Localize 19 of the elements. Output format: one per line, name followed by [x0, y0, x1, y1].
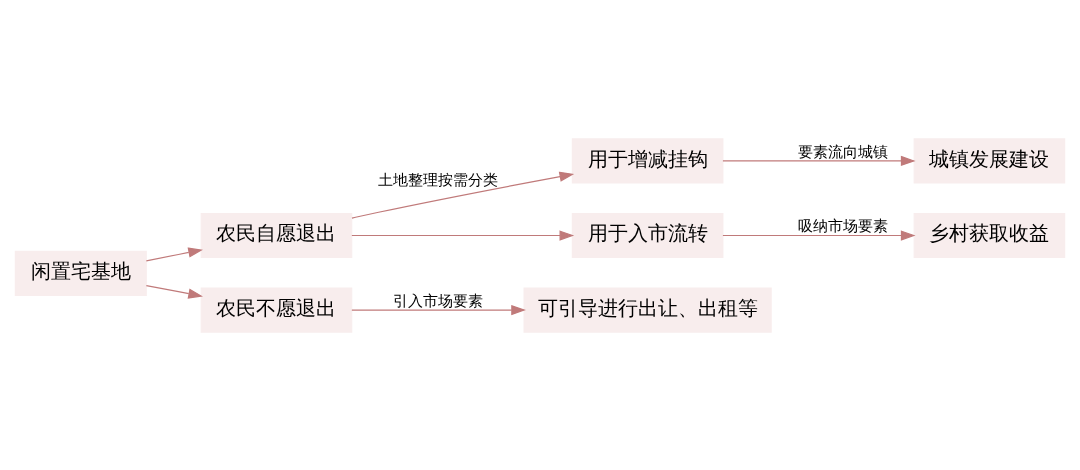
- arrow: [351, 229, 575, 241]
- edge-label: 引入市场要素: [392, 291, 483, 309]
- arrow: [145, 246, 203, 261]
- node-box: 用于入市流转: [571, 212, 724, 258]
- node-box: 用于增减挂钩: [571, 137, 724, 184]
- edge-label: 吸纳市场要素: [797, 216, 888, 234]
- edge-label: 要素流向城镇: [797, 142, 888, 160]
- arrow: [351, 304, 526, 315]
- arrow: [722, 155, 916, 166]
- edge-label: 土地整理按需分类: [377, 170, 498, 188]
- node-box: 可引导进行出让、出租等: [523, 286, 772, 333]
- node-box: 乡村获取收益: [913, 212, 1066, 258]
- arrow: [722, 229, 916, 241]
- node-box: 城镇发展建设: [913, 137, 1066, 184]
- node-box: 农民自愿退出: [200, 212, 353, 258]
- arrow: [145, 284, 203, 299]
- arrow: [351, 171, 575, 219]
- node-box: 农民不愿退出: [200, 286, 353, 333]
- node-box: 闲置宅基地: [14, 250, 147, 296]
